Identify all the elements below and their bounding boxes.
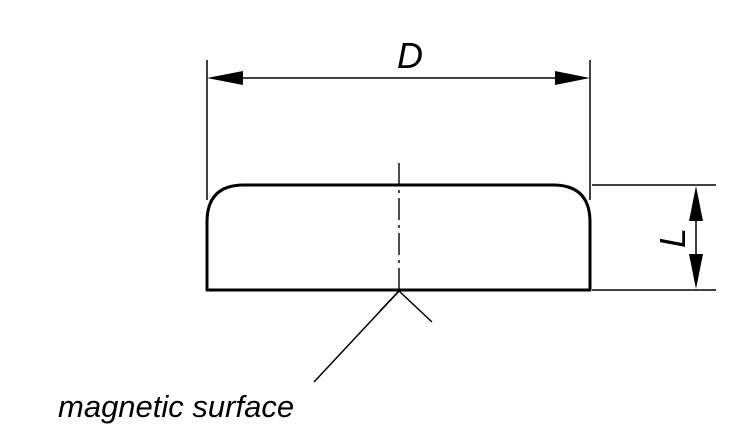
diameter-label: D [397, 35, 423, 76]
magnetic-surface-label: magnetic surface [58, 389, 294, 424]
callout-marker-left [379, 290, 400, 312]
magnet-body-outline [205, 183, 592, 292]
diameter-arrow-left [207, 71, 243, 85]
length-arrow-top [689, 186, 703, 221]
diameter-arrow-right [555, 71, 590, 85]
length-label: L [652, 228, 693, 248]
length-arrow-bottom [689, 254, 703, 289]
callout-marker-right [398, 290, 433, 323]
